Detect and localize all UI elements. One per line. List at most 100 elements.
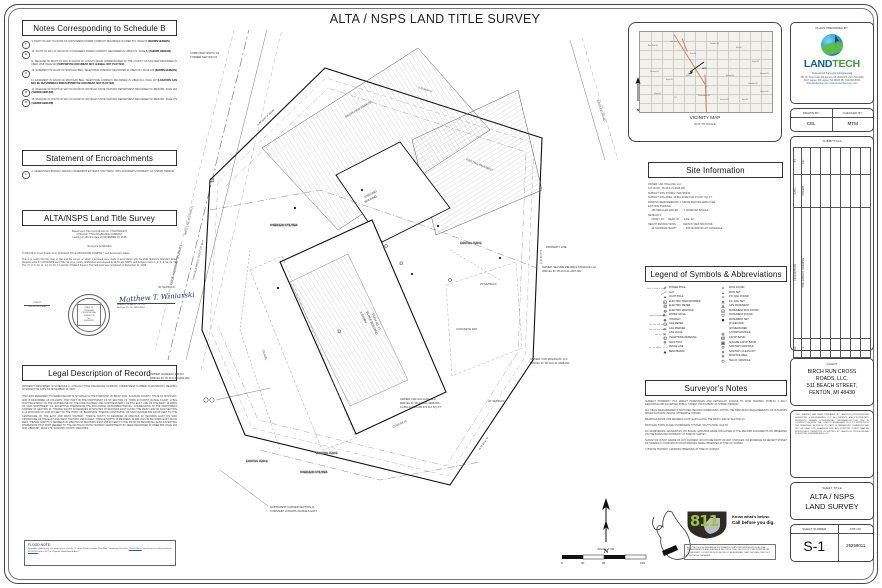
flood-link-date[interactable]: 08/16/2011 <box>28 550 39 553</box>
plat-date-value: 12/04/25 <box>24 302 50 306</box>
seal-line-5: 4001542852 <box>83 320 95 323</box>
square-catch-basin-icon <box>717 341 729 345</box>
svg-text:1 STORY: 1 STORY <box>359 311 368 324</box>
landtech-tagline: Professional Surveying & Engineering <box>811 71 853 75</box>
site-information-row: OWNER: LWF HOLLAND, LLC <box>648 184 682 186</box>
flood-link-panel[interactable]: 26145C0341E <box>128 548 142 550</box>
schedule-b-note-marker: 12 <box>22 70 30 78</box>
svg-text:EXISTING FENCE: EXISTING FENCE <box>460 241 482 245</box>
submittal-col-date: DATE <box>794 187 797 195</box>
submittals-box: SUBMITTALS BY CEL DATE 12/04/25 DESCRIPT… <box>790 136 874 358</box>
schedule-b-note-marker: 9 <box>22 41 30 49</box>
site-information-row: SUBJECT SITE AREA: 10.881 ACRES OR 474,0… <box>648 197 713 200</box>
vicinity-road <box>695 32 696 112</box>
vicinity-road-label: Hack Rd <box>742 100 749 101</box>
legend-item-label: MONUMENT SET <box>729 317 749 321</box>
vicinity-compass: N <box>633 77 643 112</box>
legend-item-label: IRON SET <box>729 290 741 294</box>
site-plan-drawing[interactable]: DIXIE HIGHWAY (PUBLIC) VARIABLE WIDTH RI… <box>150 30 640 530</box>
flood-note-title: FLOOD NOTE: <box>28 543 51 547</box>
legend-item: MONUMENT SET <box>717 318 758 323</box>
encroachment-text: A. PEDESTRIAN BRIDGE LANDING/ OWNERSHIP … <box>31 171 175 173</box>
legend-item: LIGHT POLE <box>647 295 701 300</box>
site-information-row: SETBACKS: <box>648 214 662 217</box>
power-pole-icon <box>647 286 669 290</box>
gps-monument-icon <box>717 304 729 309</box>
sanitary-clean-out-icon <box>717 350 729 354</box>
svg-text:OWNER: HARDING, MR INC: OWNER: HARDING, MR INC <box>150 372 184 376</box>
fence-lines: EXISTING FENCE EXISTING FENCE EXISTING F… <box>239 241 501 463</box>
legend-item-label: SANITARY MANHOLE <box>729 345 754 349</box>
811-badge: 811 Know what's below. Call before you d… <box>684 508 780 542</box>
telco-manhole-icon: T <box>717 359 729 363</box>
page-title: ALTA / NSPS LAND TITLE SURVEY <box>329 12 541 26</box>
certification-to-line: To Birch Run Cross Roads, LLC; CHICAGO T… <box>22 252 131 255</box>
legend-item-label: GAS METER <box>669 322 684 326</box>
flood-text-c: and is NOT in a Special Flood Hazard Are… <box>38 550 79 553</box>
certification-title: ALTA/NSPS Land Title Survey <box>22 210 177 226</box>
encroachments-title: Statement of Encroachments <box>22 150 177 166</box>
vicinity-road-label: Lawndale Rd <box>748 84 758 85</box>
signature-block: Matthew T. Winiarski Matthew T. Winiarsk… <box>117 291 195 310</box>
surveyors-note: SURVEYOR IS NOT AWARE OF ANY CURRENT OR … <box>645 439 787 445</box>
legend-item-label: HYDRANT <box>669 317 681 321</box>
fence-line-icon <box>647 345 669 349</box>
utility-symbols <box>276 188 502 333</box>
site-information-row: SUBJECT SITE ZONING: INDUSTRIAL <box>648 192 691 195</box>
legend-item: CATCH BASIN <box>717 336 758 341</box>
seal-line-0: STATE OF <box>84 307 94 310</box>
schedule-b-note-marker: 10 <box>22 51 30 59</box>
seal-line-1: MICHIGAN <box>84 309 94 312</box>
vicinity-road-label: M-83 <box>686 76 690 77</box>
legend-item: IRON SET <box>717 291 758 296</box>
encroachment-note: A A. PEDESTRIAN BRIDGE LANDING/ OWNERSHI… <box>22 171 177 179</box>
legend-item-label: ELECTRIC MANHOLE <box>669 308 694 312</box>
schedule-b-note-spacer <box>22 80 29 85</box>
scale-bar: SCALE: 1"=60' 0 30 60 120 <box>560 548 652 565</box>
811-line-1: Know what's below. <box>732 514 770 519</box>
vicinity-road <box>717 32 718 112</box>
legend-item-label: GUY <box>669 290 675 294</box>
sheet-title-line-2: LAND SURVEY <box>805 502 859 511</box>
storm-manhole-icon <box>717 332 729 336</box>
gas-valve-icon <box>647 332 669 336</box>
dixie-highway-corridor: DIXIE HIGHWAY (PUBLIC) VARIABLE WIDTH RI… <box>154 30 283 371</box>
certification-panel: ALTA/NSPS Land Title Survey Based Upon T… <box>22 210 177 269</box>
svg-text:0: 0 <box>561 561 563 564</box>
legend-item: P.K. NAIL FOUND <box>717 295 758 300</box>
legend-item: ELECTRIC METER <box>647 304 701 309</box>
vicinity-road-label: Graham Rd <box>760 92 769 93</box>
certification-seal-row: 12/04/25 Date of Plat or Map STATE OF MI… <box>22 291 195 338</box>
svg-text:60: 60 <box>602 561 606 564</box>
legend-item: GPS MONUMENT <box>717 304 758 309</box>
svg-text:VARIABLE WIDTH RIGHT OF WAY: VARIABLE WIDTH RIGHT OF WAY <box>191 239 205 280</box>
legend-item: IRON FOUND <box>717 286 758 291</box>
submittal-col-no: NO. <box>794 345 797 351</box>
encroachment-marker: A <box>22 171 30 179</box>
encroachments-panel: Statement of Encroachments A A. PEDESTRI… <box>22 150 177 179</box>
vicinity-site-label: SITE <box>702 68 707 70</box>
vicinity-road-label: Gera Rd <box>690 54 697 55</box>
commitment-lines: Based Upon Title Commitment No. 72126766… <box>22 231 177 241</box>
legend-item-label: LIGHT POLE <box>669 295 684 299</box>
svg-text:EM: EM <box>664 311 667 313</box>
monument-found-icon <box>717 313 729 317</box>
legend-item: WATER VALVE <box>647 313 701 318</box>
plat-date-block: 12/04/25 Date of Plat or Map <box>24 302 50 309</box>
submittals-table[interactable]: BY CEL DATE 12/04/25 DESCRIPTION PRELIMI… <box>793 147 871 358</box>
drawn-by-label: DRAWN BY: <box>791 111 832 118</box>
landtech-tech: TECH <box>832 58 861 70</box>
checked-by-value: MTM <box>847 121 858 126</box>
north-arrow-label: N <box>603 549 609 555</box>
vicinity-road-label: Nichols Rd <box>726 76 734 77</box>
schedule-b-note: 11. RELEASE OF RIGHT OF WAY IN FAVOR OF … <box>22 61 177 67</box>
guy-icon <box>647 290 669 295</box>
submittal-val-by: CEL <box>802 158 805 164</box>
